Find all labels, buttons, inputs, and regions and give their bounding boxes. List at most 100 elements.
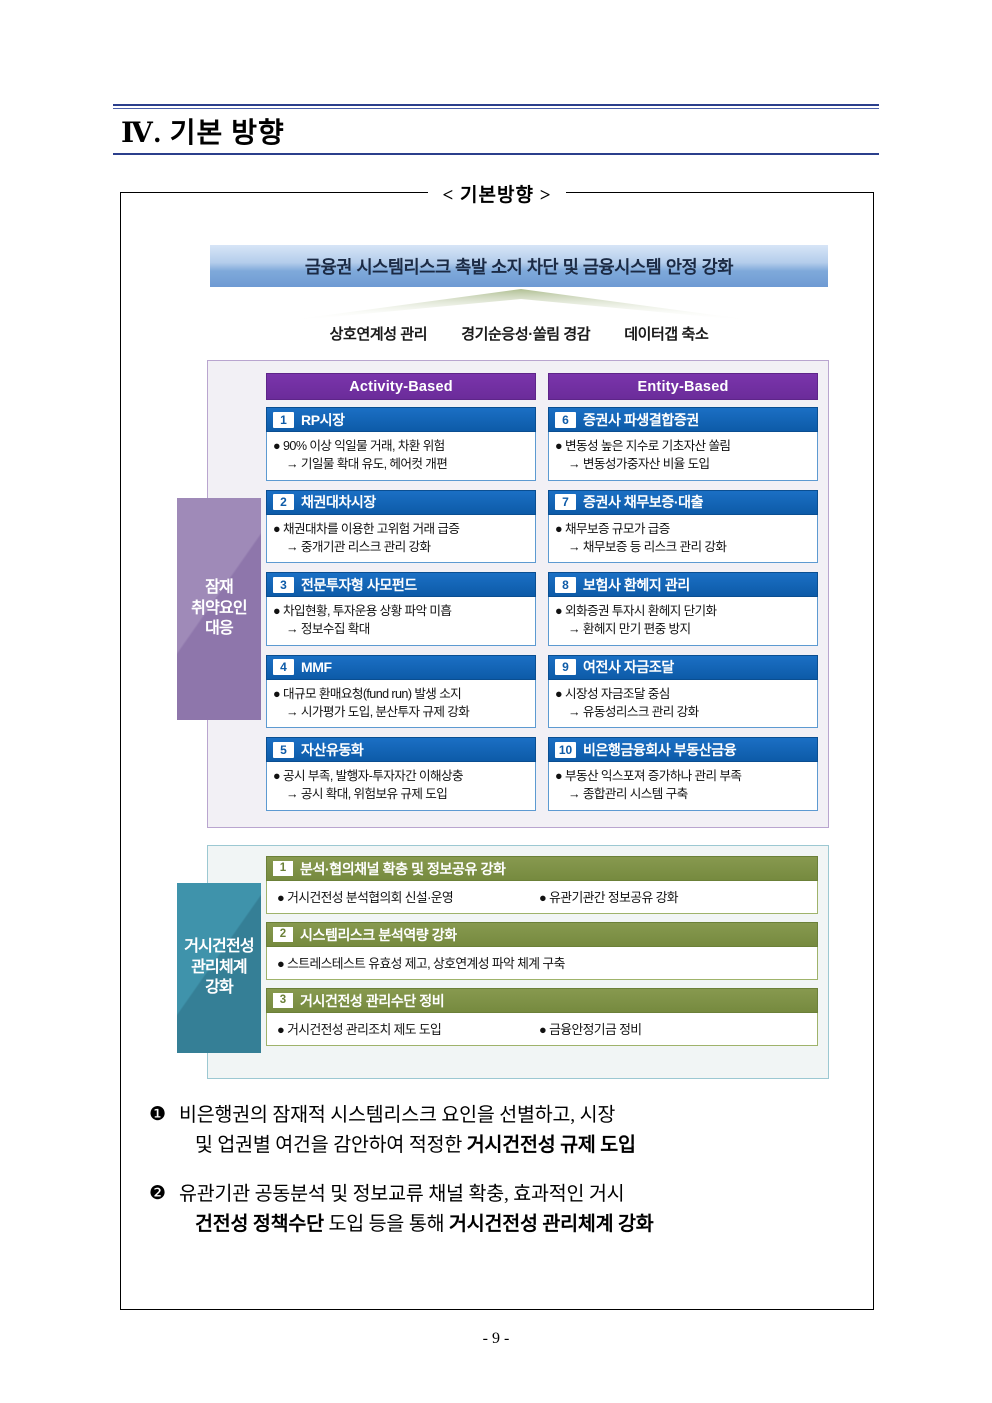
card-9-issue-text: 시장성 자금조달 중심 [565,686,670,701]
card-9: 9 여전사 자금조달 ●시장성 자금조달 중심 → 유동성리스크 관리 강화 [548,654,818,728]
card-8-number: 8 [555,576,576,593]
green-card-2-body: ● 스트레스테스트 유효성 제고, 상호연계성 파악 체계 구축 [266,947,818,980]
green-card-1-item-2: ● 유관기관간 정보공유 강화 [539,887,679,906]
green-card-2-item-1: ● 스트레스테스트 유효성 제고, 상호연계성 파악 체계 구축 [277,953,565,972]
fan-decoration [281,287,761,327]
column-header-activity-based: Activity-Based [266,373,536,400]
bullet-dot-icon: ● [273,439,281,453]
card-1-title: RP시장 [301,411,345,428]
green-card-3-item-2: ● 금융안정기금 정비 [539,1019,642,1038]
bullet-dot-icon: ● [539,890,547,905]
card-3-title: 전문투자형 사모펀드 [301,576,417,593]
card-3-number: 3 [273,576,294,593]
card-6-number: 6 [555,411,576,428]
conclusion-item-2: ❷ 유관기관 공동분석 및 정보교류 채널 확충, 효과적인 거시 건전성 정책… [149,1180,849,1239]
conclusion-item-1: ❶ 비은행권의 잠재적 시스템리스크 요인을 선별하고, 시장 및 업권별 여건… [149,1101,849,1160]
card-4-body: ●대규모 환매요청(fund run) 발생 소지 → 시가평가 도입, 분산투… [266,679,536,728]
card-7-action: → 채무보증 등 리스크 관리 강화 [568,539,727,554]
conclusion-1-line2-bold: 거시건전성 규제 도입 [466,1134,636,1156]
sidebar-tab-teal-label: 거시건전성 관리체계 강화 [184,938,254,997]
column-entity-based: Entity-Based 6 증권사 파생결합증권 ●변동성 높은 지수로 기초… [548,373,818,820]
card-2-header: 2 채권대차시장 [266,489,536,515]
bullet-dot-icon: ● [555,604,563,618]
conclusion-2-text: 유관기관 공동분석 및 정보교류 채널 확충, 효과적인 거시 건전성 정책수단… [179,1180,654,1239]
green-card-3: 3 거시건전성 관리수단 정비 ● 거시건전성 관리조치 제도 도입 ● 금융안… [266,988,818,1046]
conclusion-1-text: 비은행권의 잠재적 시스템리스크 요인을 선별하고, 시장 및 업권별 여건을 … [179,1101,636,1160]
green-card-1: 1 분석·협의채널 확충 및 정보공유 강화 ● 거시건전성 분석협의회 신설·… [266,856,818,914]
card-8: 8 보험사 환헤지 관리 ●외화증권 투자시 환헤지 단기화 → 환헤지 만기 … [548,572,818,646]
card-6: 6 증권사 파생결합증권 ●변동성 높은 지수로 기초자산 쏠림 → 변동성가중… [548,407,818,481]
card-8-title: 보험사 환헤지 관리 [583,576,690,593]
card-2: 2 채권대차시장 ●채권대차를 이용한 고위험 거래 급증 → 중개기관 리스크… [266,489,536,563]
card-5-number: 5 [273,741,294,758]
card-7-number: 7 [555,494,576,510]
card-10-issue-text: 부동산 익스포져 증가하나 관리 부족 [565,769,742,783]
card-7-issue-text: 채무보증 규모가 급증 [565,521,670,536]
green-card-1-body: ● 거시건전성 분석협의회 신설·운영 ● 유관기관간 정보공유 강화 [266,881,818,914]
bullet-dot-icon: ● [277,1022,285,1037]
bullet-dot-icon: ● [539,1022,547,1037]
card-1-header: 1 RP시장 [266,407,536,432]
card-4: 4 MMF ●대규모 환매요청(fund run) 발생 소지 → 시가평가 도… [266,654,536,728]
card-9-title: 여전사 자금조달 [583,659,674,675]
green-card-3-item-2-text: 금융안정기금 정비 [549,1022,642,1037]
card-4-number: 4 [273,659,294,675]
green-card-3-item-1: ● 거시건전성 관리조치 제도 도입 [277,1019,539,1038]
card-2-action: → 중개기관 리스크 관리 강화 [286,539,431,554]
card-10-action: → 종합관리 시스템 구축 [568,787,688,802]
card-4-header: 4 MMF [266,654,536,680]
card-9-issue: ●시장성 자금조달 중심 [555,685,813,703]
conclusion-2-line2-plain: 도입 등을 통해 [328,1213,449,1235]
card-9-number: 9 [555,659,576,675]
green-card-3-item-1-text: 거시건전성 관리조치 제도 도입 [287,1022,442,1037]
green-card-3-body: ● 거시건전성 관리조치 제도 도입 ● 금융안정기금 정비 [266,1013,818,1046]
bullet-dot-icon: ● [273,686,281,701]
card-6-body: ●변동성 높은 지수로 기초자산 쏠림 → 변동성가중자산 비율 도입 [548,432,818,481]
goal-banner-text: 금융권 시스템리스크 촉발 소지 차단 및 금융시스템 안정 강화 [304,256,734,277]
green-card-3-header: 3 거시건전성 관리수단 정비 [266,988,818,1013]
bullet-dot-icon: ● [555,439,563,453]
card-3-issue-text: 차입현황, 투자운용 상황 파악 미흡 [283,604,452,618]
card-8-header: 8 보험사 환헤지 관리 [548,572,818,597]
card-8-issue-text: 외화증권 투자시 환헤지 단기화 [565,604,717,618]
pillar-label-2: 경기순응성·쏠림 경감 [461,326,591,343]
card-1-number: 1 [273,411,294,428]
conclusion-1-line2: 및 업권별 여건을 감안하여 적정한 거시건전성 규제 도입 [179,1131,636,1161]
card-3-issue: ●차입현황, 투자운용 상황 파악 미흡 [273,602,531,620]
macroprudential-cards: 1 분석·협의채널 확충 및 정보공유 강화 ● 거시건전성 분석협의회 신설·… [266,856,818,1054]
green-card-2-title: 시스템리스크 분석역량 강화 [300,926,457,943]
sidebar-tab-macroprudential: 거시건전성 관리체계 강화 [177,883,261,1053]
conclusion-1-line1: 비은행권의 잠재적 시스템리스크 요인을 선별하고, 시장 [179,1105,616,1126]
green-card-1-header: 1 분석·협의채널 확충 및 정보공유 강화 [266,856,818,881]
green-card-2-item-1-text: 스트레스테스트 유효성 제고, 상호연계성 파악 체계 구축 [287,956,565,971]
card-8-action: → 환헤지 만기 편중 방지 [568,622,691,637]
card-5-action: → 공시 확대, 위험보유 규제 도입 [286,787,448,802]
card-6-issue-text: 변동성 높은 지수로 기초자산 쏠림 [565,439,731,453]
page-title: Ⅳ. 기본 방향 [121,118,285,149]
card-4-issue: ●대규모 환매요청(fund run) 발생 소지 [273,685,531,703]
bullet-dot-icon: ● [277,890,285,905]
card-5-body: ●공시 부족, 발행자-투자자간 이해상충 → 공시 확대, 위험보유 규제 도… [266,762,536,811]
card-1: 1 RP시장 ●90% 이상 익일물 거래, 차환 위험 → 기일물 확대 유도… [266,407,536,481]
page-number: - 9 - [482,1330,510,1347]
green-card-1-item-2-text: 유관기관간 정보공유 강화 [549,890,678,905]
card-10-issue: ●부동산 익스포져 증가하나 관리 부족 [555,767,813,785]
card-10-title: 비은행금융회사 부동산금융 [583,741,737,758]
conclusion-list: ❶ 비은행권의 잠재적 시스템리스크 요인을 선별하고, 시장 및 업권별 여건… [149,1101,849,1260]
card-10-header: 10 비은행금융회사 부동산금융 [548,737,818,762]
card-2-issue: ●채권대차를 이용한 고위험 거래 급증 [273,520,531,538]
card-1-body: ●90% 이상 익일물 거래, 차환 위험 → 기일물 확대 유도, 헤어컷 개… [266,432,536,481]
green-card-2-number: 2 [273,927,293,942]
card-7-title: 증권사 채무보증·대출 [583,494,704,510]
green-card-2: 2 시스템리스크 분석역량 강화 ● 스트레스테스트 유효성 제고, 상호연계성… [266,922,818,980]
bullet-dot-icon: ● [277,956,285,971]
card-5-header: 5 자산유동화 [266,737,536,762]
card-3-header: 3 전문투자형 사모펀드 [266,572,536,597]
bullet-dot-icon: ● [555,769,563,783]
card-3-body: ●차입현황, 투자운용 상황 파악 미흡 → 정보수집 확대 [266,597,536,646]
card-10-body: ●부동산 익스포져 증가하나 관리 부족 → 종합관리 시스템 구축 [548,762,818,811]
card-8-body: ●외화증권 투자시 환헤지 단기화 → 환헤지 만기 편중 방지 [548,597,818,646]
card-6-header: 6 증권사 파생결합증권 [548,407,818,432]
bullet-dot-icon: ● [555,521,563,536]
card-columns: Activity-Based 1 RP시장 ●90% 이상 익일물 거래, 차환… [266,373,818,820]
